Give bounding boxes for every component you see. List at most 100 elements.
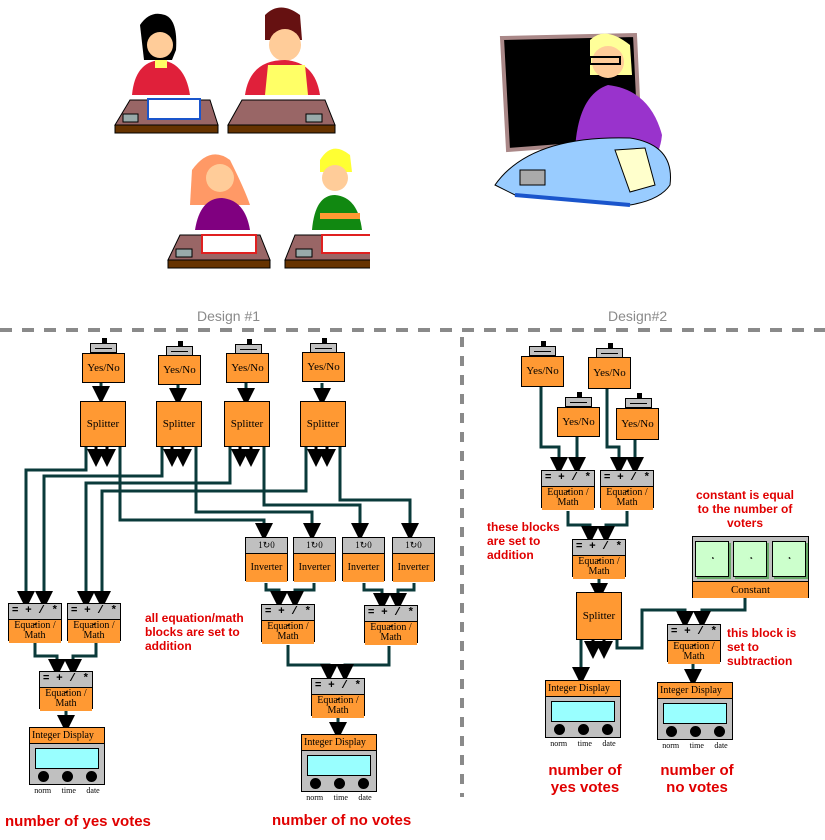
yesno-toggle[interactable] (565, 392, 592, 407)
inverter-label: Inverter (294, 554, 335, 582)
equation-label: Equation / Math (365, 622, 417, 645)
wire (264, 583, 288, 609)
date-button[interactable] (714, 726, 725, 737)
time-button[interactable] (334, 778, 345, 789)
addition-note: these blocks are set to addition (487, 520, 560, 562)
time-button[interactable] (690, 726, 701, 737)
wire (93, 447, 308, 609)
splitter-block[interactable]: Splitter (156, 401, 202, 447)
wire (118, 447, 273, 541)
constant-block[interactable]: ◔ ◔ ◔ Constant (692, 536, 809, 598)
equation-label: Equation / Math (542, 487, 594, 510)
wire (336, 646, 391, 682)
wire (338, 447, 419, 541)
norm-label: norm (34, 786, 52, 795)
date-button[interactable] (602, 724, 613, 735)
yesno-block[interactable]: Yes/No (302, 352, 345, 382)
norm-button[interactable] (666, 726, 677, 737)
wire (262, 447, 369, 541)
time-label: time (689, 741, 704, 750)
wire (693, 598, 747, 629)
yes-votes-caption: number of yes votes (548, 762, 622, 796)
equation-math-block[interactable]: = + / * -Equation / Math (67, 603, 121, 643)
yesno-toggle[interactable] (529, 341, 556, 356)
equation-math-block[interactable]: = + / * -Equation / Math (541, 470, 595, 510)
dial-icon[interactable]: ◔ (733, 541, 768, 577)
equation-math-block[interactable]: = + / * -Equation / Math (261, 604, 315, 644)
yesno-block[interactable]: Yes/No (82, 353, 125, 383)
equation-math-block[interactable]: = + / * -Equation / Math (8, 603, 62, 643)
no-votes-caption: number of no votes (660, 762, 734, 796)
norm-button[interactable] (310, 778, 321, 789)
equation-label: Equation / Math (573, 556, 625, 579)
math-operators: = + / * - (9, 604, 61, 631)
wire (389, 583, 416, 611)
inverter-label: Inverter (343, 554, 384, 582)
equation-math-block[interactable]: = + / * -Equation / Math (364, 605, 418, 645)
time-label: time (333, 793, 348, 802)
equation-math-block[interactable]: = + / * -Equation / Math (311, 678, 365, 718)
equation-label: Equation / Math (40, 688, 92, 711)
yesno-block[interactable]: Yes/No (226, 353, 269, 383)
math-operators: = + / * - (573, 540, 625, 567)
wire (605, 389, 628, 475)
dial-icon[interactable]: ◔ (695, 541, 730, 577)
equation-label: Equation / Math (601, 487, 653, 510)
student-girl-purple (167, 154, 271, 269)
date-button[interactable] (86, 771, 97, 782)
time-button[interactable] (578, 724, 589, 735)
horizontal-divider (0, 328, 825, 332)
addition-note: all equation/math blocks are set to addi… (145, 611, 244, 653)
equation-math-block[interactable]: = + / * -Equation / Math (39, 671, 93, 711)
students-clipart (114, 7, 370, 269)
student-boy-yellow (227, 7, 336, 134)
display-title: Integer Display (29, 727, 105, 743)
vertical-divider (460, 337, 464, 797)
time-button[interactable] (62, 771, 73, 782)
subtraction-note: this block is set to subtraction (727, 626, 797, 668)
design1-title: Design #1 (197, 308, 261, 324)
yesno-block[interactable]: Yes/No (616, 408, 659, 440)
yesno-block[interactable]: Yes/No (521, 356, 564, 387)
norm-button[interactable] (38, 771, 49, 782)
yesno-toggle[interactable] (90, 338, 117, 353)
equation-math-block[interactable]: = + / * -Equation / Math (600, 470, 654, 510)
date-label: date (86, 786, 100, 795)
inverter-icon: 1↻0 (393, 538, 434, 554)
yesno-block[interactable]: Yes/No (158, 355, 201, 385)
yesno-toggle[interactable] (625, 393, 652, 408)
equation-math-block[interactable]: = + / * -Equation / Math (572, 539, 626, 579)
yesno-block[interactable]: Yes/No (557, 407, 600, 437)
splitter-block[interactable]: Splitter (224, 401, 270, 447)
display-title: Integer Display (301, 734, 377, 750)
norm-label: norm (662, 741, 680, 750)
equation-label: Equation / Math (312, 695, 364, 718)
date-label: date (602, 739, 616, 748)
equation-label: Equation / Math (68, 620, 120, 643)
splitter-block[interactable]: Splitter (80, 401, 126, 447)
no-votes-caption: number of no votes (272, 812, 412, 829)
date-button[interactable] (358, 778, 369, 789)
design2-title: Design#2 (608, 308, 668, 324)
yesno-block[interactable]: Yes/No (588, 357, 631, 389)
student-girl-red (114, 13, 219, 134)
dial-icon[interactable]: ◔ (771, 541, 806, 577)
norm-button[interactable] (554, 724, 565, 735)
wire (597, 511, 629, 544)
math-operators: = + / * - (68, 604, 120, 631)
equation-math-block[interactable]: = + / * -Equation / Math (667, 624, 721, 664)
inverter-icon: 1↻0 (294, 538, 335, 554)
splitter-block[interactable]: Splitter (300, 401, 346, 447)
norm-label: norm (306, 793, 324, 802)
wire (286, 645, 338, 682)
date-label: date (714, 741, 728, 750)
student-boy-green (284, 148, 370, 269)
splitter-block[interactable]: Splitter (576, 592, 622, 640)
display-screen (663, 703, 727, 724)
